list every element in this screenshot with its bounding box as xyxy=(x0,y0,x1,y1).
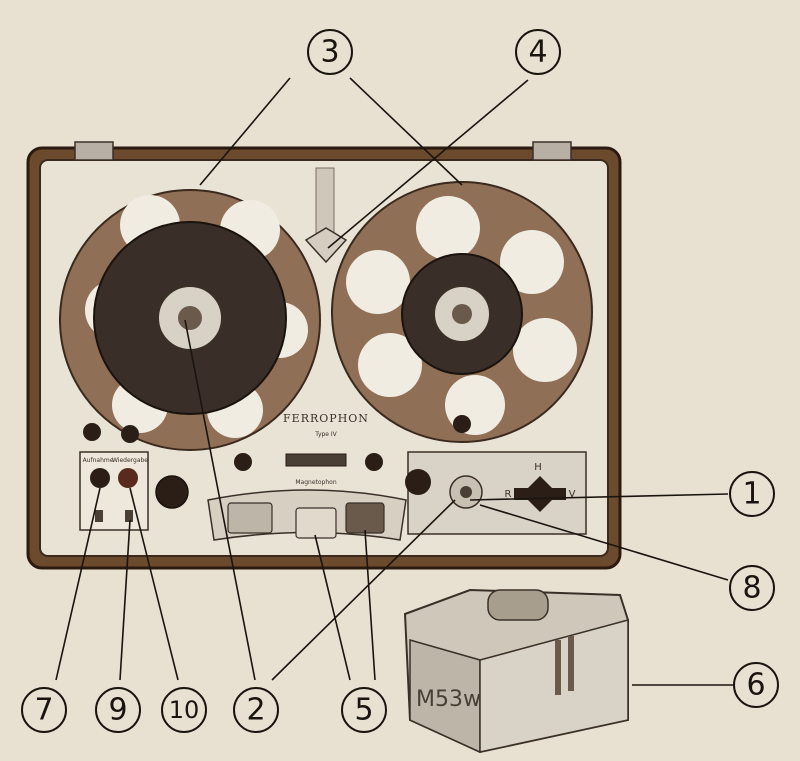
piano-key-buttons xyxy=(207,489,407,541)
hinge-right xyxy=(532,141,572,161)
key-button[interactable] xyxy=(295,507,337,539)
key-button[interactable] xyxy=(345,502,385,534)
callout-circle-2 xyxy=(233,687,279,733)
callout-circle-7 xyxy=(21,687,67,733)
callouts: 3 4 1 8 6 7 9 10 2 5 xyxy=(21,29,779,733)
callout-circle-3 xyxy=(307,29,353,75)
playback-knob[interactable] xyxy=(118,468,138,488)
callout-circle-6 xyxy=(733,662,779,708)
center-small-text: Magnetophon xyxy=(295,479,336,486)
callout-6: 6 xyxy=(746,668,765,703)
callout-7: 7 xyxy=(34,693,53,728)
playback-label: Wiedergabe xyxy=(112,457,148,464)
hinge-left xyxy=(74,141,114,161)
letter-h: H xyxy=(534,462,542,473)
letter-v: V xyxy=(569,489,576,500)
callout-circle-9 xyxy=(95,687,141,733)
panel-hole xyxy=(83,423,101,441)
record-label: Aufnahme xyxy=(83,457,114,464)
callout-4: 4 xyxy=(528,35,547,70)
record-knob[interactable] xyxy=(90,468,110,488)
head-cylinder xyxy=(487,589,549,621)
callout-9: 9 xyxy=(108,693,127,728)
toggle-switch-9[interactable] xyxy=(95,510,103,522)
type-label: Type IV xyxy=(314,431,337,438)
callout-5: 5 xyxy=(354,693,373,728)
panel-hole xyxy=(234,453,252,471)
left-reel xyxy=(59,189,321,451)
leader-lines xyxy=(55,77,733,686)
callout-2: 2 xyxy=(246,693,265,728)
tape-head-block: M53w xyxy=(403,588,629,754)
panel-hole xyxy=(453,415,471,433)
callout-1: 1 xyxy=(742,477,761,512)
key-button[interactable] xyxy=(227,502,273,534)
letter-r: R xyxy=(505,489,512,500)
toggle-switch-10[interactable] xyxy=(125,510,133,522)
right-knob[interactable] xyxy=(405,469,431,495)
brand-label: FERROPHON xyxy=(283,412,369,425)
callout-8: 8 xyxy=(742,571,761,606)
callout-circle-8 xyxy=(729,565,775,611)
callout-circle-4 xyxy=(515,29,561,75)
callout-circle-1 xyxy=(729,471,775,517)
panel-hole xyxy=(365,453,383,471)
callout-3: 3 xyxy=(320,35,339,70)
direction-lever[interactable] xyxy=(514,476,566,512)
callout-10: 10 xyxy=(169,696,200,724)
right-reel xyxy=(331,181,593,443)
tape-guide xyxy=(304,167,348,264)
head-marking: M53w xyxy=(416,687,481,712)
volume-knob[interactable] xyxy=(155,475,189,509)
callout-circle-10 xyxy=(161,687,207,733)
center-badge xyxy=(285,453,347,467)
panel-hole xyxy=(121,425,139,443)
right-control-panel: H R V xyxy=(405,451,587,535)
callout-circle-5 xyxy=(341,687,387,733)
